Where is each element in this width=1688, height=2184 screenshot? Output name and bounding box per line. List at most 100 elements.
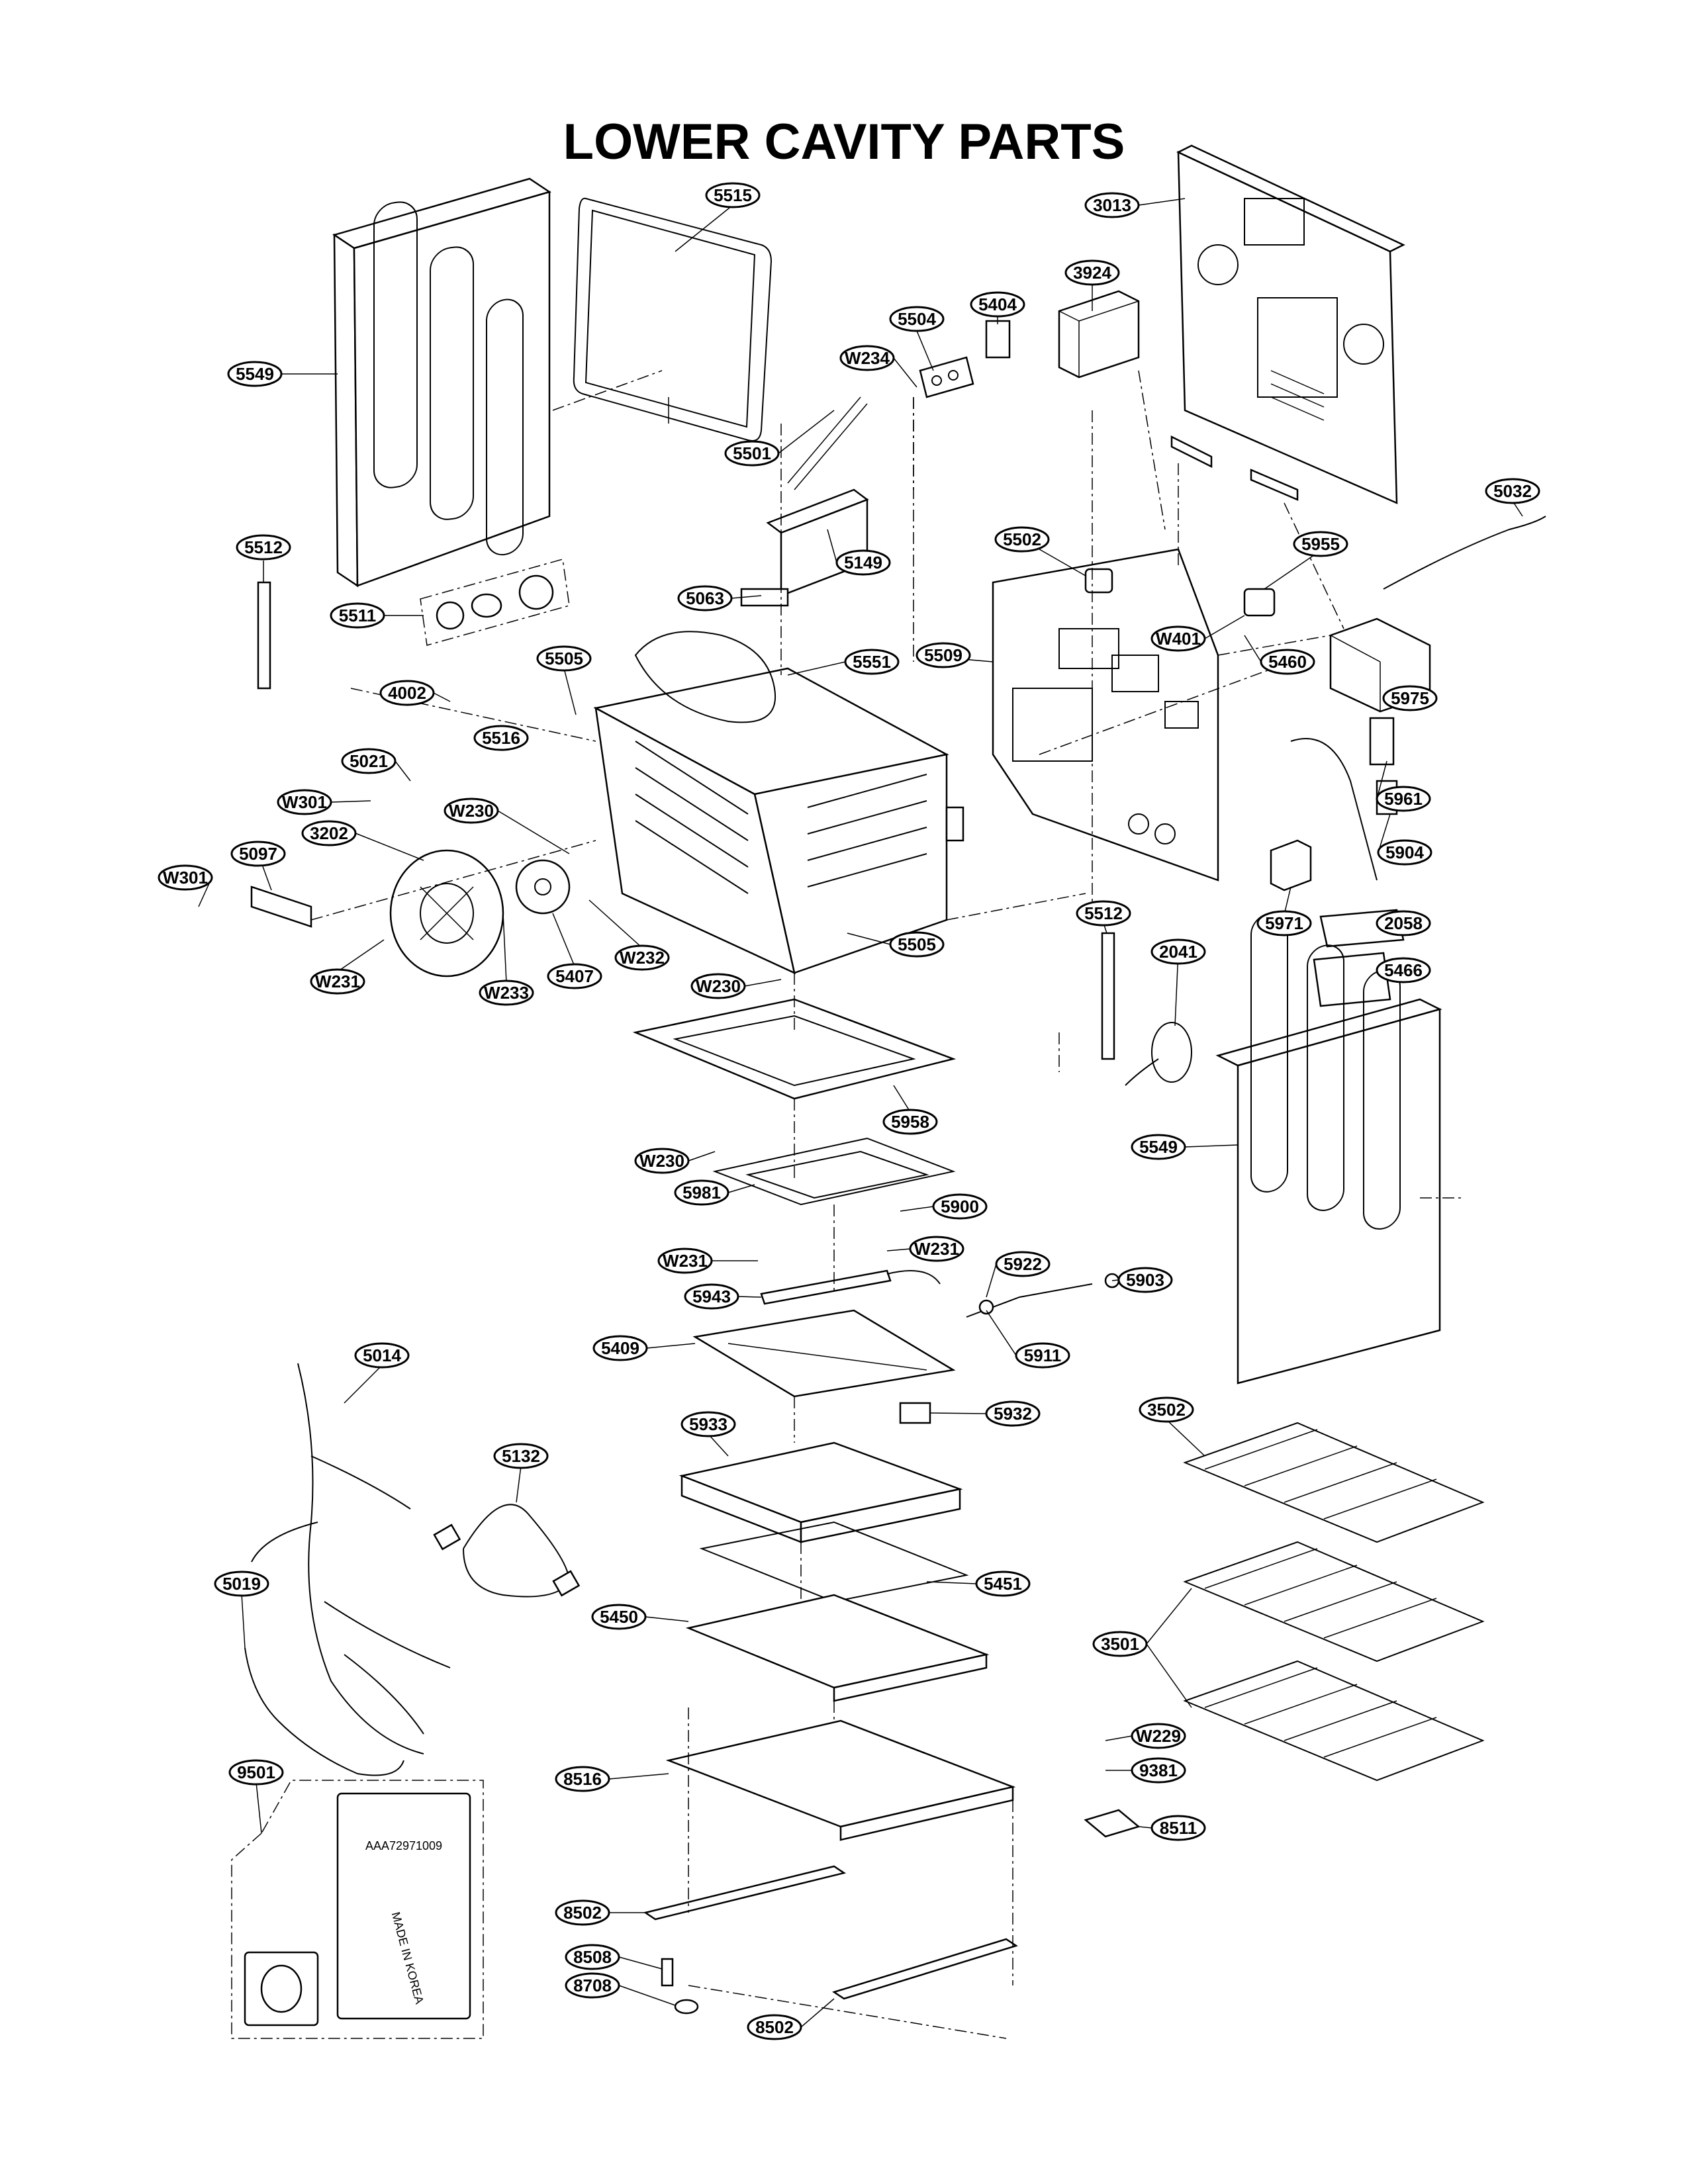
callout-5505: 5505 — [889, 931, 945, 958]
callout-label: 5032 — [1493, 481, 1532, 501]
bottom-tray-5958 — [632, 998, 957, 1100]
callout-3501: 3501 — [1092, 1631, 1148, 1657]
callout-5903: 5903 — [1117, 1267, 1173, 1293]
callout-label: 4002 — [388, 683, 426, 703]
callout-label: W233 — [484, 983, 529, 1003]
base-pan-5450 — [685, 1594, 990, 1702]
callout-5063: 5063 — [677, 585, 733, 612]
callout-5097: 5097 — [230, 841, 286, 867]
callout-bubble — [591, 1604, 647, 1630]
callout-5551: 5551 — [844, 649, 900, 675]
switch-bracket — [919, 320, 1011, 398]
callout-bubble — [1376, 786, 1431, 812]
callout-label: 8508 — [573, 1947, 612, 1967]
callout-bubble — [684, 1283, 739, 1310]
callout-label: 5451 — [984, 1574, 1022, 1594]
callout-bubble — [724, 440, 780, 467]
oven-cavity — [593, 631, 964, 975]
callout-bubble — [1376, 910, 1431, 936]
callout-bubble — [1256, 910, 1312, 936]
callout-5409: 5409 — [592, 1335, 648, 1361]
callout-label: 5932 — [994, 1404, 1032, 1424]
callout-bubble — [227, 361, 283, 387]
callout-w233: W233 — [479, 979, 534, 1006]
callout-bubble — [975, 1570, 1031, 1597]
callout-bubble — [236, 534, 291, 561]
callout-bubble — [1117, 1267, 1173, 1293]
callout-label: 5407 — [555, 966, 594, 986]
callout-5502: 5502 — [994, 526, 1050, 553]
callout-5955: 5955 — [1293, 531, 1348, 557]
frame-5933 — [679, 1441, 963, 1543]
callout-bubble — [889, 306, 945, 332]
side-panel-left — [332, 177, 551, 588]
callout-label: 5549 — [1139, 1137, 1178, 1157]
callout-bubble — [1139, 1396, 1194, 1423]
callout-bubble — [889, 931, 945, 958]
callout-label: 5903 — [1126, 1270, 1164, 1290]
callout-label: W301 — [163, 868, 208, 887]
callout-label: W230 — [449, 801, 494, 821]
callout-5407: 5407 — [547, 963, 602, 989]
callout-5460: 5460 — [1260, 649, 1315, 675]
rail-8502-upper — [643, 1865, 847, 1921]
callout-8508: 8508 — [565, 1944, 620, 1970]
callout-5505: 5505 — [536, 645, 592, 672]
callout-label: 5511 — [339, 606, 376, 625]
callout-label: 5504 — [898, 309, 936, 329]
callout-bubble — [690, 973, 746, 999]
callout-w232: W232 — [614, 944, 670, 971]
callout-bubble — [565, 1944, 620, 1970]
callout-label: 5900 — [941, 1197, 979, 1216]
callout-bubble — [985, 1400, 1041, 1427]
element-5981 — [712, 1137, 956, 1206]
callout-bubble — [1131, 1134, 1186, 1160]
block-5971 — [1270, 839, 1312, 891]
callout-5943: 5943 — [684, 1283, 739, 1310]
wire-5032 — [1383, 516, 1546, 590]
callout-w231: W231 — [657, 1248, 713, 1274]
callout-5515: 5515 — [705, 182, 761, 208]
callout-bubble — [839, 345, 895, 371]
callout-bubble — [479, 979, 534, 1006]
wire-harness-5014 — [251, 1363, 451, 1754]
callout-label: 5021 — [350, 751, 388, 771]
callout-5019: 5019 — [214, 1570, 269, 1597]
insulation-5451 — [699, 1521, 969, 1603]
callout-w401: W401 — [1150, 625, 1206, 652]
callout-2041: 2041 — [1150, 938, 1206, 965]
callout-bubble — [555, 1766, 610, 1792]
callout-label: 5149 — [844, 553, 882, 572]
rear-panel — [1170, 144, 1405, 504]
callout-5904: 5904 — [1377, 839, 1432, 866]
callout-label: 3924 — [1073, 263, 1111, 283]
callout-5549: 5549 — [1131, 1134, 1186, 1160]
callout-5911: 5911 — [1015, 1342, 1070, 1369]
callout-label: 5958 — [891, 1112, 929, 1132]
callout-5933: 5933 — [680, 1411, 736, 1437]
callout-label: 5501 — [733, 443, 771, 463]
hinge-left — [257, 581, 271, 690]
callout-label: 5505 — [545, 649, 583, 668]
gas-fittings — [966, 1273, 1120, 1318]
callout-label: 5409 — [601, 1338, 639, 1358]
callout-bubble — [341, 748, 397, 774]
callout-bubble — [1150, 625, 1206, 652]
callout-bubble — [444, 797, 499, 824]
callout-5981: 5981 — [674, 1179, 729, 1206]
callout-5021: 5021 — [341, 748, 397, 774]
callout-4002: 4002 — [379, 680, 435, 706]
rail-8502-lower — [832, 1938, 1018, 2000]
callout-bubble — [844, 649, 900, 675]
callout-bubble — [565, 1972, 620, 1999]
callout-5958: 5958 — [882, 1109, 938, 1135]
callout-label: W232 — [620, 948, 665, 968]
callout-w231: W231 — [310, 968, 365, 995]
callout-5932: 5932 — [985, 1400, 1041, 1427]
callout-w234: W234 — [839, 345, 895, 371]
oven-rack-3502 — [1183, 1422, 1485, 1543]
callout-label: W231 — [663, 1251, 708, 1271]
bag-part-code: AAA72971009 — [365, 1839, 442, 1852]
callout-w229: W229 — [1131, 1723, 1186, 1749]
